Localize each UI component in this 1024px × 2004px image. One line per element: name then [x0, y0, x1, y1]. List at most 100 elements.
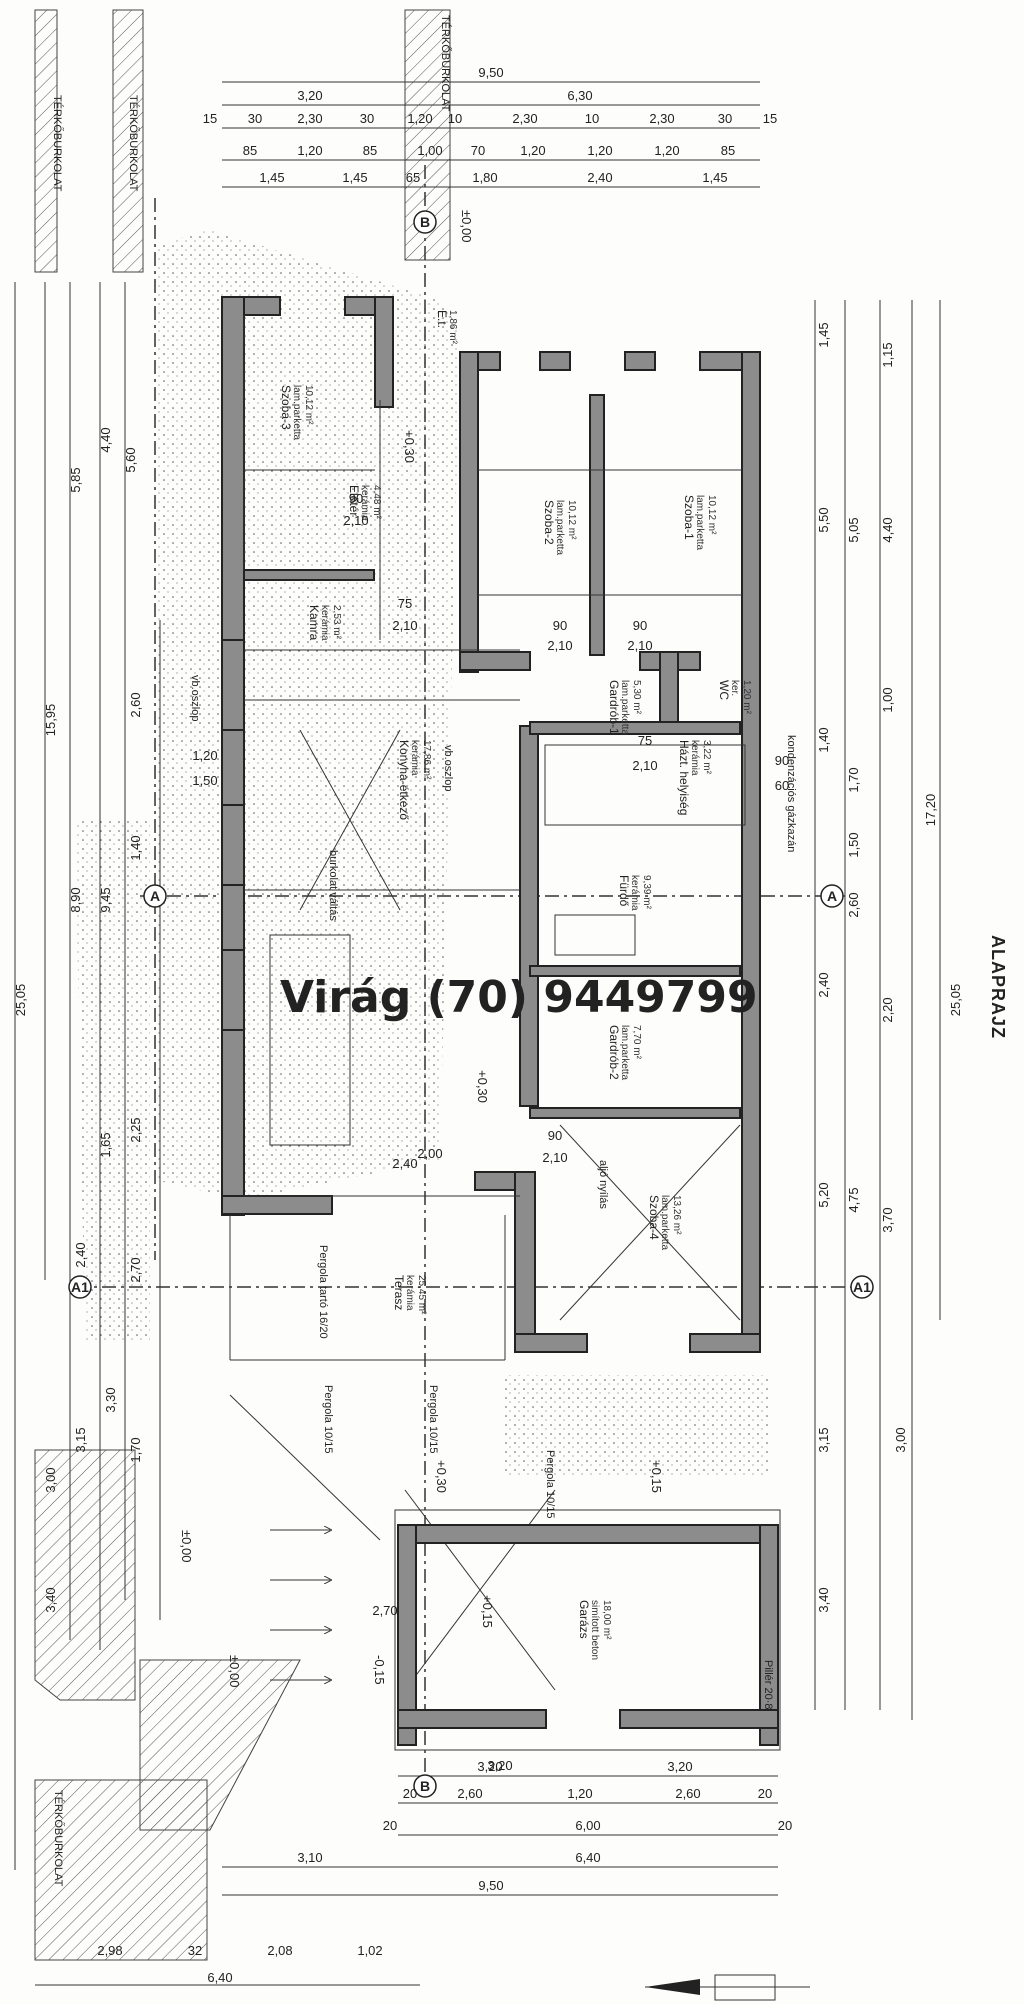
dim-left-17: 1,65	[98, 1132, 113, 1157]
svg-text:Szoba-1: Szoba-1	[682, 495, 696, 540]
dim-top-r4-5: 1,20	[520, 143, 545, 158]
svg-text:kerámia: kerámia	[689, 740, 700, 776]
opening-11: 2,10	[542, 1150, 567, 1165]
svg-text:Szoba-4: Szoba-4	[647, 1195, 661, 1240]
svg-text:kerámia: kerámia	[319, 605, 330, 641]
dim-right-18: 1,70	[846, 767, 861, 792]
dim-bottom-r2-4: 20	[758, 1786, 772, 1801]
dim-left-8: 3,00	[43, 1467, 58, 1492]
dim-right-0: 17,20	[923, 794, 938, 827]
dim-left-10: 3,40	[43, 1587, 58, 1612]
bottom-dimension-lines	[35, 1775, 778, 1986]
room-et: E.t. 1,86 m²	[435, 310, 458, 345]
svg-text:10,12 m²: 10,12 m²	[566, 500, 577, 540]
dim-top-r5-2: 65	[406, 170, 420, 185]
svg-text:4,48 m²: 4,48 m²	[371, 485, 382, 520]
interior-lines	[229, 315, 746, 1691]
svg-text:1,86 m²: 1,86 m²	[447, 310, 458, 345]
room-szoba-1: Szoba-1 lam.parketta 10,12 m²	[682, 495, 717, 550]
room-konyha-etkezo: Konyha-étkező kerámia 17,86 m²	[397, 740, 432, 820]
dim-bottom-r4-1: 6,40	[575, 1850, 600, 1865]
svg-text:Gardrób-1: Gardrób-1	[607, 680, 621, 735]
building-walls	[221, 296, 761, 1353]
room-wc: WC ker. 1,20 m²	[717, 680, 752, 715]
dim-top-r5-4: 2,40	[587, 170, 612, 185]
note-pergola-3: Pergola 10/15	[544, 1450, 556, 1519]
right-dimension-lines	[814, 300, 941, 1720]
garage	[394, 1509, 781, 1751]
level-plus15-garage: +0,15	[480, 1595, 495, 1628]
level-plus30-path: +0,30	[434, 1460, 449, 1493]
dim-top-r3-9: 30	[718, 111, 732, 126]
dim-right-14: 1,45	[816, 322, 831, 347]
room-eloter: Előtér kerámia 4,48 m²	[347, 485, 382, 521]
dim-right-2: 5,50	[816, 507, 831, 532]
svg-text:Gardrób-2: Gardrób-2	[607, 1025, 621, 1080]
dim-right-10: 3,70	[880, 1207, 895, 1232]
dim-bottom-r4-0: 3,10	[297, 1850, 322, 1865]
dim-top-r3-10: 15	[763, 111, 777, 126]
paving-strips	[34, 9, 451, 1961]
dim-right-21: 60	[775, 778, 789, 793]
note-vb-oszlop-2: vb.oszlop	[442, 745, 454, 791]
dim-right-6: 2,40	[816, 972, 831, 997]
dim-left-9: 3,15	[73, 1427, 88, 1452]
svg-text:9,39 m²: 9,39 m²	[641, 875, 652, 910]
svg-text:Fürdő: Fürdő	[617, 875, 631, 907]
dim-right-15: 1,15	[880, 342, 895, 367]
room-furdo: Fürdő kerámia 9,39 m²	[617, 875, 652, 911]
driveway-arrows	[270, 1530, 330, 1680]
level-marks: ±0,00 +0,30 +0,30 +0,30 +0,15 +0,15 -0,1…	[179, 210, 664, 1687]
dim-top-r4-1: 1,20	[297, 143, 322, 158]
drawing-title: ALAPRAJZ	[988, 935, 1008, 1039]
opening-15: 2,70	[372, 1603, 397, 1618]
room-gardrob-2: Gardrób-2 lam.parketta 7,70 m²	[607, 1025, 642, 1080]
bottom-dimension-texts: 3,20 3,20 20 2,60 1,20 2,60 20 20 6,00 2…	[97, 1759, 792, 1985]
dim-right-20: 90	[775, 753, 789, 768]
opening-9: 2,10	[632, 758, 657, 773]
top-dimension-lines	[222, 81, 760, 188]
dim-right-12: 3,15	[816, 1427, 831, 1452]
room-szoba-2: Szoba-2 lam.parketta 10,12 m²	[542, 500, 577, 555]
dim-left-12: 1,70	[128, 1437, 143, 1462]
dim-right-8: 5,20	[816, 1182, 831, 1207]
dim-top-r3-8: 2,30	[649, 111, 674, 126]
dim-right-13: 3,40	[816, 1587, 831, 1612]
note-burkolat: burkolat váltás	[327, 850, 339, 921]
dim-top-r5-3: 1,80	[472, 170, 497, 185]
dim-left-3: 9,45	[98, 887, 113, 912]
dim-bottom-r6-1: 32	[188, 1943, 202, 1958]
dim-left-5: 5,60	[123, 447, 138, 472]
axis-label-a1-right: A1	[853, 1279, 871, 1295]
dim-bottom-r2-1: 2,60	[457, 1786, 482, 1801]
note-pergola-1: Pergola 10/15	[322, 1385, 334, 1454]
axis-marker-a-left	[143, 884, 167, 908]
dim-top-r4-2: 85	[363, 143, 377, 158]
svg-text:1,20 m²: 1,20 m²	[741, 680, 752, 715]
room-szoba-3: Szoba-3 lam.parketta 10,12 m²	[279, 385, 314, 440]
axis-label-a-left: A	[150, 888, 160, 904]
svg-text:5,30 m²: 5,30 m²	[631, 680, 642, 715]
svg-text:13,26 m²: 13,26 m²	[671, 1195, 682, 1235]
dim-right-11: 3,00	[893, 1427, 908, 1452]
svg-text:ker.: ker.	[729, 680, 740, 696]
dim-bottom-r6-2: 2,08	[267, 1943, 292, 1958]
axis-label-a-right: A	[827, 888, 837, 904]
dim-left-15: 1,40	[128, 835, 143, 860]
dim-top-r3-2: 2,30	[297, 111, 322, 126]
dim-top-r4-4: 70	[471, 143, 485, 158]
note-aljo: aljó nyílás	[597, 1160, 609, 1209]
dim-left-19: 2,70	[128, 1257, 143, 1282]
svg-text:E.t.: E.t.	[435, 310, 449, 328]
dim-left-18: 2,40	[73, 1242, 88, 1267]
dim-top-r5-1: 1,45	[342, 170, 367, 185]
dim-bottom-r5-0: 9,50	[478, 1878, 503, 1893]
axis-markers: A A A1 A1 B B	[68, 210, 874, 1798]
opening-0: 90	[349, 491, 363, 506]
dim-bottom-r2-3: 2,60	[675, 1786, 700, 1801]
dim-top-r4-3: 1,00	[417, 143, 442, 158]
svg-text:3,22 m²: 3,22 m²	[701, 740, 712, 775]
dim-left-7: 3,30	[103, 1387, 118, 1412]
dim-left-13: 1,20	[192, 748, 217, 763]
dim-top-r5-5: 1,45	[702, 170, 727, 185]
